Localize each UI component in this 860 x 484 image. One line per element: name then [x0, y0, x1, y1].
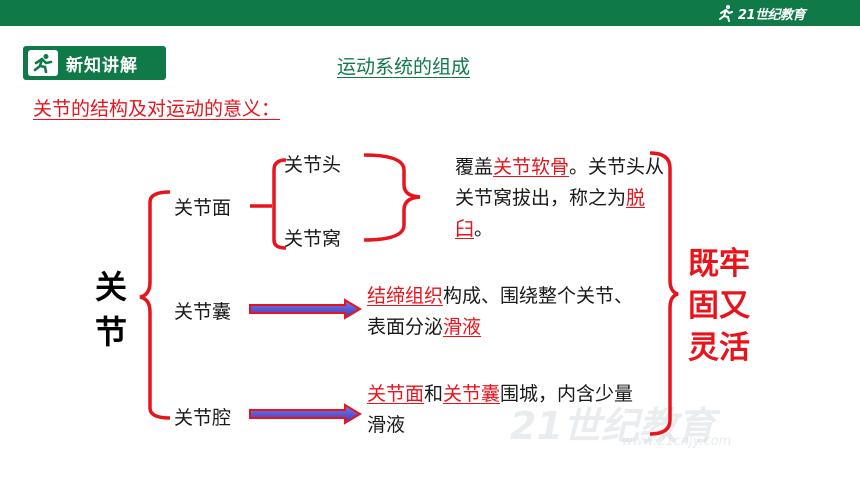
part-surface: 关节面	[174, 197, 232, 219]
surface-desc-text-3: 。	[474, 218, 494, 240]
watermark: 21世纪教育	[510, 404, 715, 448]
surface-desc-highlight-1: 关节软骨	[493, 156, 570, 178]
conclusion: 既牢固又灵活	[688, 246, 750, 366]
root-label-1: 关	[95, 268, 128, 306]
runner-icon	[718, 5, 733, 22]
cavity-desc-text-1: 和	[424, 383, 444, 405]
cavity-desc-highlight-1: 关节面	[367, 383, 425, 405]
page-title: 运动系统的组成	[337, 56, 471, 78]
part-capsule: 关节囊	[174, 301, 232, 323]
surface-desc-text-2: 。关节头从关节窝拔出，称之为	[455, 156, 665, 209]
capsule-arrow	[249, 298, 362, 320]
head-socket-bracket	[363, 153, 421, 242]
conclusion-bracket	[649, 151, 679, 436]
cavity-desc-text-2: 围城，内含少量滑液	[367, 383, 634, 436]
surface-description: 覆盖关节软骨。关节头从关节窝拔出，称之为脱臼。	[455, 152, 670, 245]
capsule-desc-highlight-1: 结缔组织	[367, 285, 444, 307]
capsule-desc-highlight-2: 滑液	[443, 316, 482, 338]
part-head: 关节头	[284, 154, 342, 176]
section-badge: 新知讲解	[23, 46, 166, 80]
root-label-2: 节	[95, 313, 128, 351]
runner-icon	[28, 50, 58, 76]
capsule-desc-text-1: 构成、围绕整个关节、表面分泌	[367, 285, 634, 338]
cavity-arrow	[249, 403, 362, 425]
part-cavity: 关节腔	[174, 407, 232, 429]
logo-text: 21世纪教育	[737, 7, 806, 23]
brand-logo: 21世纪教育	[717, 4, 806, 23]
subtitle: 关节的结构及对运动的意义：	[33, 98, 281, 120]
top-bar: 21世纪教育	[0, 0, 860, 26]
part-socket: 关节窝	[284, 228, 342, 250]
cavity-description: 关节面和关节囊围城，内含少量滑液	[367, 379, 652, 441]
surface-bracket	[272, 158, 287, 250]
badge-label: 新知讲解	[66, 55, 138, 76]
capsule-description: 结缔组织构成、围绕整个关节、表面分泌滑液	[367, 281, 652, 343]
surface-desc-highlight-2: 脱臼	[455, 187, 646, 240]
cavity-desc-highlight-2: 关节囊	[443, 383, 501, 405]
surface-desc-text-1: 覆盖	[455, 156, 494, 178]
main-bracket	[139, 190, 171, 420]
watermark-url: www.21cnjy.com	[622, 434, 732, 449]
